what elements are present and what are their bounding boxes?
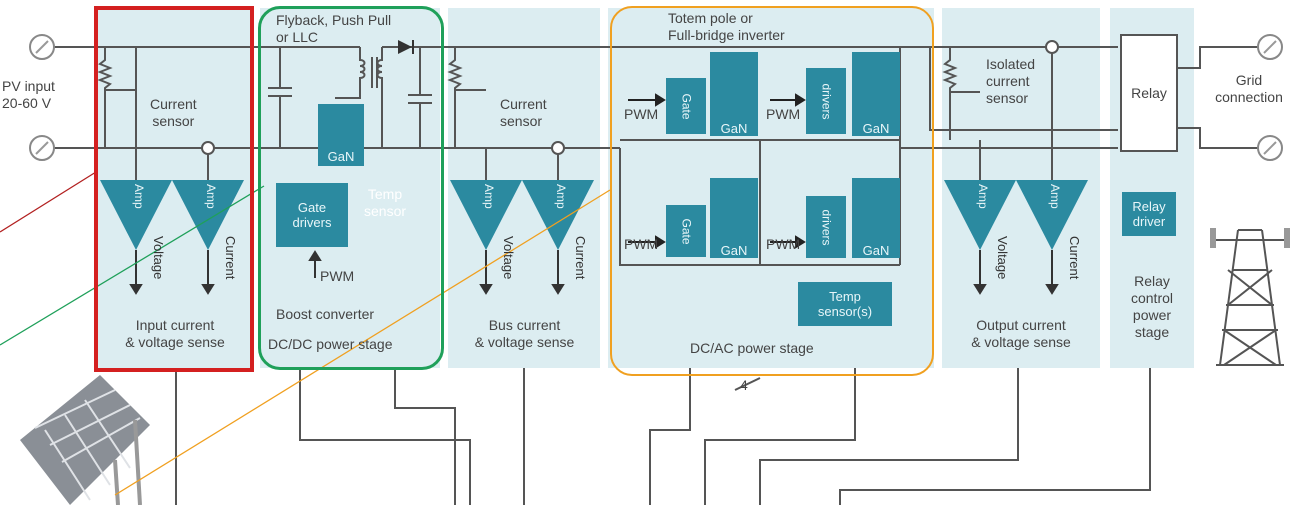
solar-panel-icon <box>20 375 150 505</box>
highlight-input-sense <box>94 6 254 372</box>
stage2-title: DC/DC power stage <box>268 336 393 352</box>
amp-label-2: Amp <box>204 184 218 209</box>
current-label-3: Current <box>1067 236 1082 280</box>
relay-box: Relay <box>1120 34 1178 152</box>
current-label-1: Current <box>223 236 238 280</box>
voltage-label-3: Voltage <box>995 236 1010 280</box>
pylon-icon <box>1210 229 1290 366</box>
stage4-gate-drivers-2: drivers <box>806 68 846 134</box>
voltage-label-1: Voltage <box>151 236 166 280</box>
stage4-gate-drivers-1: Gate <box>666 78 706 134</box>
stage4-gan-2: GaN <box>852 52 900 136</box>
stage3-title: Bus current& voltage sense <box>474 317 575 350</box>
amp-label-3: Amp <box>482 184 496 209</box>
stage4-pwm-3: PWM <box>624 236 659 252</box>
stage4-pwm-4: PWM <box>766 236 801 252</box>
stage2-subtitle: Boost converter <box>276 306 375 322</box>
highlight-dcac <box>610 6 934 376</box>
stage2-gan-switch: GaN <box>318 104 364 166</box>
stage4-gan-3: GaN <box>710 178 758 258</box>
amp-label-5: Amp <box>976 184 990 209</box>
stage4-gan-1: GaN <box>710 52 758 136</box>
stage4-gate-drivers-3: Gate <box>666 205 706 257</box>
stage4-pwm-2: PWM <box>766 106 801 122</box>
stage5-title: Output current& voltage sense <box>971 317 1071 350</box>
current-label-2: Current <box>573 236 588 280</box>
stage1-title: Input current& voltage sense <box>125 317 225 350</box>
stage2-pwm-label: PWM <box>320 268 355 284</box>
highlight-dcdc <box>258 6 444 370</box>
amp-label-4: Amp <box>554 184 568 209</box>
voltage-label-2: Voltage <box>501 236 516 280</box>
stage4-pwm-1: PWM <box>624 106 659 122</box>
stage4-bus-count: 4 <box>740 377 748 393</box>
stage4-gate-drivers-4: drivers <box>806 196 846 258</box>
stage4-gan-4: GaN <box>852 178 900 258</box>
amp-label-1: Amp <box>132 184 146 209</box>
stage4-title: DC/AC power stage <box>690 340 814 356</box>
amp-label-6: Amp <box>1048 184 1062 209</box>
